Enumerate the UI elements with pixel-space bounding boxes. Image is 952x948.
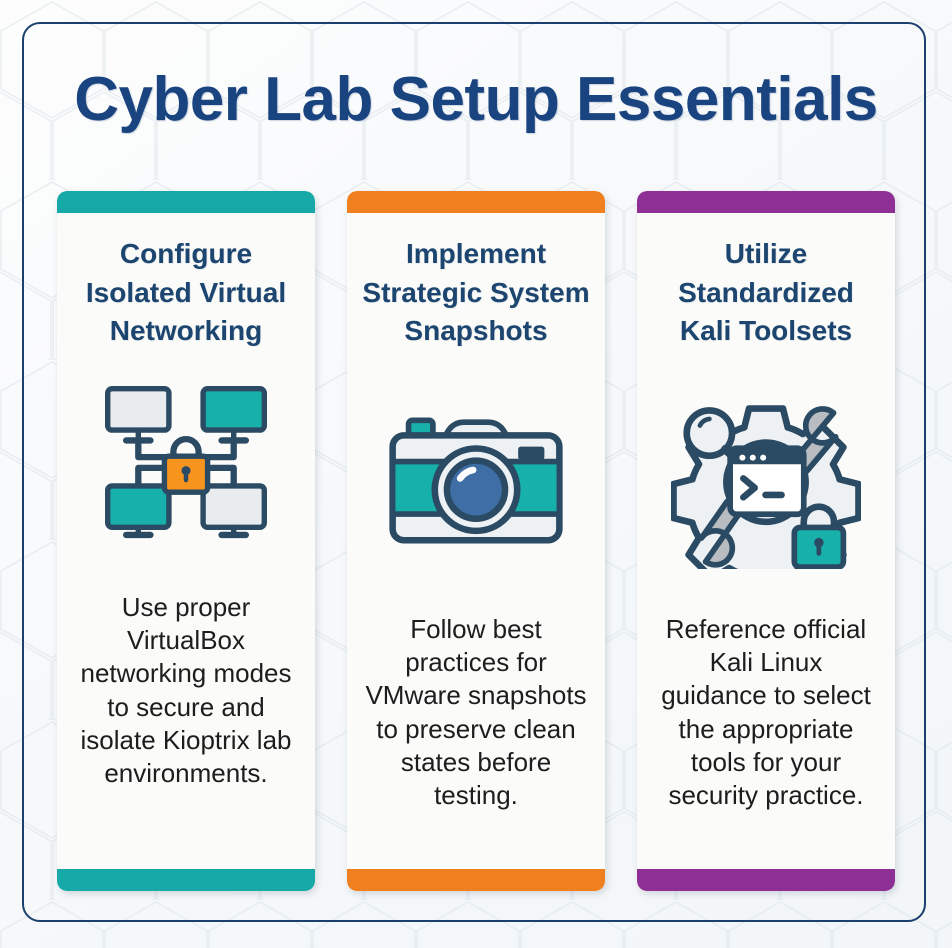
card-accent-bar-top xyxy=(57,191,315,213)
card-heading: Configure Isolated Virtual Networking xyxy=(85,238,287,347)
network-lock-icon xyxy=(105,386,267,539)
card-configure-isolated-virtual-networking[interactable]: Configure Isolated Virtual Networking xyxy=(57,191,315,891)
card-heading: Utilize Standardized Kali Toolsets xyxy=(678,238,854,347)
camera-icon xyxy=(389,417,563,544)
toolset-gear-icon xyxy=(671,405,861,569)
lock-glyph xyxy=(161,436,211,496)
card-accent-bar-top xyxy=(637,191,895,213)
card-accent-bar-bottom xyxy=(347,869,605,891)
lock-glyph xyxy=(791,503,847,569)
card-heading: Implement Strategic System Snapshots xyxy=(362,238,590,347)
card-icon xyxy=(57,373,315,553)
card-body-text: Use proper VirtualBox networking modes t… xyxy=(80,591,292,789)
card-accent-bar-top xyxy=(347,191,605,213)
card-body-text: Reference official Kali Linux guidance t… xyxy=(661,613,871,811)
card-icon xyxy=(637,395,895,575)
card-utilize-standardized-kali-toolsets[interactable]: Utilize Standardized Kali Toolsets xyxy=(637,191,895,891)
page-title: Cyber Lab Setup Essentials xyxy=(74,65,878,134)
card-icon xyxy=(347,395,605,575)
card-accent-bar-bottom xyxy=(637,869,895,891)
card-implement-strategic-system-snapshots[interactable]: Implement Strategic System Snapshots xyxy=(347,191,605,891)
cards-row: Configure Isolated Virtual Networking xyxy=(57,191,895,891)
card-body-text: Follow best practices for VMware snapsho… xyxy=(365,613,587,811)
card-accent-bar-bottom xyxy=(57,869,315,891)
terminal-window-glyph xyxy=(727,445,807,517)
